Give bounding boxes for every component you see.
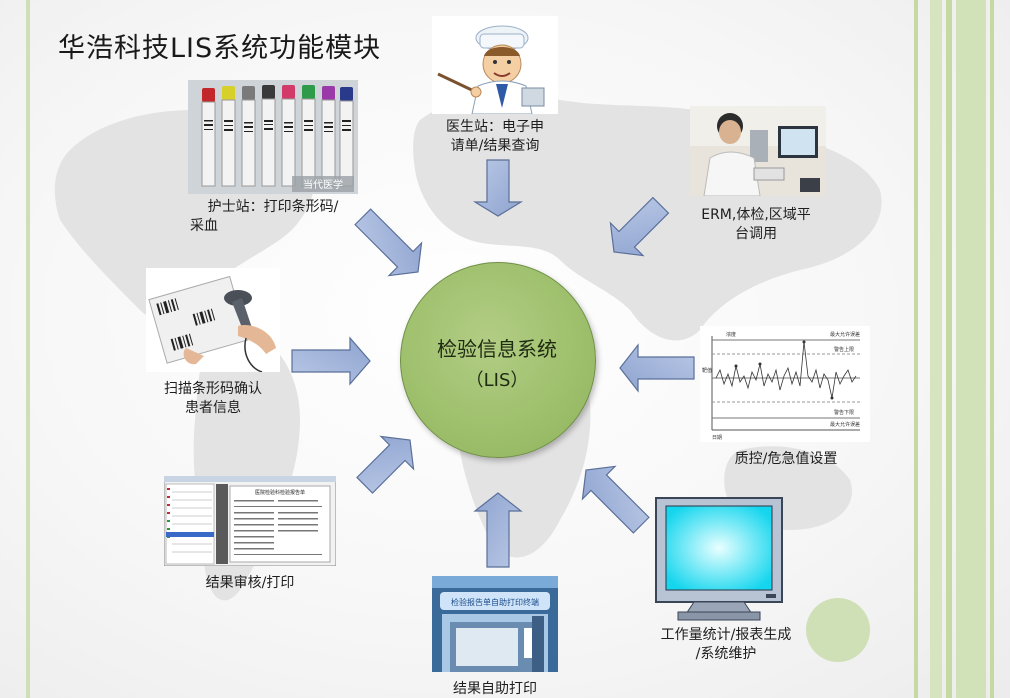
stripe-decoration — [946, 0, 952, 698]
erm-photo — [690, 106, 826, 196]
selfprint-label: 结果自助打印 — [453, 681, 537, 697]
doctor-label: 医生站：电子申请单/结果查询 — [446, 119, 544, 154]
report-heading: 医院检验科检验报告单 — [255, 489, 305, 496]
barcode-scan-photo — [146, 268, 280, 372]
nurse-label: 护士站：打印条形码/采血 — [190, 199, 339, 234]
stripe-decoration — [930, 0, 942, 698]
center-subtitle: （LIS） — [465, 370, 529, 391]
scan-label: 扫描条形码确认患者信息 — [164, 381, 262, 416]
arrow-from-qc — [619, 343, 695, 393]
arrow-from-scan — [291, 336, 371, 386]
decorative-circle — [806, 598, 870, 662]
stripe-decoration — [956, 0, 986, 698]
arrow-from-stats — [581, 465, 650, 534]
monitor-icon — [655, 497, 783, 621]
qc-warn-low: 警告下限 — [834, 409, 854, 416]
tube-watermark: 当代医学 — [303, 178, 343, 191]
qc-label: 质控/危急值设置 — [734, 451, 838, 467]
qc-max-error-high: 最大允许误差 — [830, 331, 860, 338]
qc-top-left-label: 浓度 — [726, 331, 736, 338]
erm-label: ERM,体检,区域平台调用 — [701, 207, 811, 242]
arrow-from-selfprint — [473, 492, 523, 568]
test-tubes-photo: 当代医学 — [188, 80, 358, 194]
qc-max-error-low: 最大允许误差 — [830, 421, 860, 428]
self-print-kiosk-photo: 检验报告单自助打印终端 — [432, 576, 558, 672]
arrow-from-nurse — [354, 208, 423, 277]
arrow-from-erm — [609, 196, 670, 257]
qc-warn-high: 警告上限 — [834, 346, 854, 353]
arrow-from-review — [356, 435, 415, 494]
page-title: 华浩科技LIS系统功能模块 — [58, 33, 382, 64]
kiosk-banner: 检验报告单自助打印终端 — [451, 597, 539, 607]
arrow-from-doctor — [472, 159, 524, 217]
center-title: 检验信息系统 — [437, 337, 557, 361]
review-software-screenshot: 医院检验科检验报告单 — [164, 476, 336, 566]
qc-chart: 浓度 最大允许误差 警告上限 靶值 警告下限 最大允许误差 日期 — [700, 326, 870, 442]
qc-date-label: 日期 — [712, 435, 722, 441]
doctor-illustration — [432, 16, 558, 114]
stripe-decoration — [26, 0, 30, 698]
stripe-decoration — [914, 0, 918, 698]
review-label: 结果审核/打印 — [205, 575, 295, 591]
qc-axis-label: 靶值 — [702, 367, 712, 374]
stripe-decoration — [990, 0, 994, 698]
lis-center-circle — [400, 262, 596, 458]
stats-label: 工作量统计/报表生成/系统维护 — [660, 627, 792, 662]
